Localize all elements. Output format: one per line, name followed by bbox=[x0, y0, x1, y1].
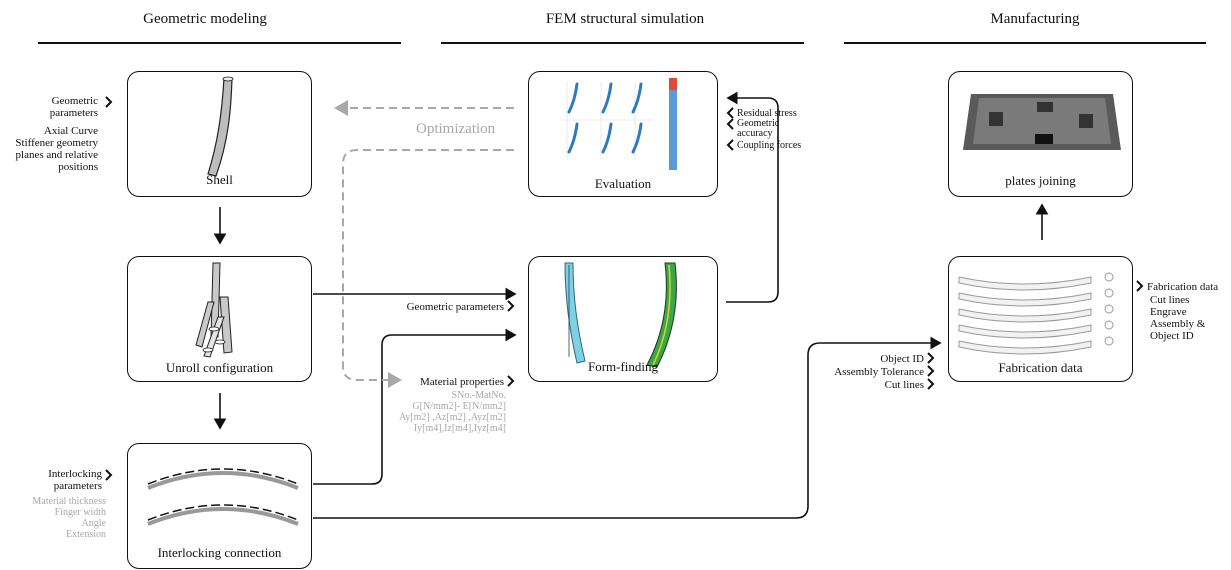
chevron-left-icon bbox=[726, 107, 734, 119]
box-fabrication-data: Fabrication data bbox=[948, 256, 1133, 382]
interlocking-parameters-title: Interlocking parameters bbox=[48, 468, 102, 492]
header-fem-simulation: FEM structural simulation bbox=[545, 11, 705, 27]
header-rule-fem bbox=[441, 42, 804, 44]
fabrication-illustration bbox=[958, 272, 1114, 355]
box-shell: Shell bbox=[127, 71, 312, 197]
box-evaluation: Evaluation bbox=[528, 71, 718, 197]
fab-output-items: Cut lines Engrave Assembly & Object ID bbox=[1150, 294, 1206, 342]
chevron-right-icon bbox=[507, 375, 515, 387]
chevron-right-icon bbox=[927, 352, 935, 364]
form-finding-illustration bbox=[564, 262, 677, 368]
box-shell-label: Shell bbox=[206, 172, 233, 187]
chevron-right-icon bbox=[105, 469, 113, 481]
fab-input-assembly-tolerance: Assembly Tolerance bbox=[834, 366, 924, 378]
box-plates-label: plates joining bbox=[1005, 173, 1076, 188]
geometric-parameters-title: Geometric parameters bbox=[49, 95, 98, 119]
fab-input-object-id: Object ID bbox=[880, 353, 924, 365]
box-unroll-configuration: Unroll configuration bbox=[127, 256, 312, 382]
optimization-label: Optimization bbox=[416, 121, 496, 137]
chevron-right-icon bbox=[927, 365, 935, 377]
eval-output-residual-stress: Residual stress bbox=[737, 108, 797, 119]
shell-illustration bbox=[207, 76, 234, 177]
evaluation-illustration bbox=[559, 78, 677, 170]
box-fabrication-label: Fabrication data bbox=[998, 360, 1083, 375]
ff-input-geometric-parameters: Geometric parameters bbox=[406, 301, 504, 313]
header-rule-manufacturing bbox=[844, 42, 1206, 44]
box-interlocking-connection: Interlocking connection bbox=[127, 443, 312, 569]
box-interlocking-label: Interlocking connection bbox=[157, 545, 282, 560]
box-form-finding: Form-finding bbox=[528, 256, 718, 382]
plates-joining-illustration bbox=[963, 94, 1121, 150]
fab-input-cut-lines: Cut lines bbox=[884, 379, 924, 391]
chevron-left-icon bbox=[726, 118, 734, 130]
chevron-right-icon bbox=[507, 300, 515, 312]
geometric-parameters-items: Axial Curve Stiffener geometry planes an… bbox=[15, 125, 98, 173]
header-rule-geometric bbox=[38, 42, 401, 44]
box-plates-joining: plates joining bbox=[948, 71, 1133, 197]
interlocking-parameters-items: Material thickness Finger width Angle Ex… bbox=[32, 496, 106, 540]
unroll-illustration bbox=[195, 262, 233, 358]
chevron-right-icon bbox=[1136, 280, 1144, 292]
fab-output-title: Fabrication data bbox=[1147, 281, 1219, 293]
ff-input-material-properties: Material properties bbox=[420, 376, 504, 388]
header-manufacturing: Manufacturing bbox=[990, 11, 1080, 27]
box-evaluation-label: Evaluation bbox=[594, 176, 652, 191]
header-geometric-modeling: Geometric modeling bbox=[143, 11, 267, 27]
arrow-interlocking-to-fabrication bbox=[313, 336, 942, 519]
eval-output-coupling-forces: Coupling forces bbox=[737, 140, 802, 151]
chevron-right-icon bbox=[105, 96, 113, 108]
ff-material-list: SNo.-MatNo. G[N/mm2]- E[N/mm2] Ay[m2] ,A… bbox=[398, 390, 506, 434]
box-form-finding-label: Form-finding bbox=[587, 359, 659, 374]
chevron-left-icon bbox=[726, 139, 734, 151]
interlocking-illustration bbox=[147, 468, 299, 526]
box-unroll-label: Unroll configuration bbox=[165, 360, 274, 375]
chevron-right-icon bbox=[927, 378, 935, 390]
arrow-interlocking-to-formfinding bbox=[313, 328, 517, 485]
eval-output-geometric-accuracy: Geometric accuracy bbox=[737, 118, 780, 139]
arrow-formfinding-to-evaluation bbox=[726, 91, 779, 303]
arrow-evaluation-to-formfinding-dashed bbox=[342, 149, 514, 388]
